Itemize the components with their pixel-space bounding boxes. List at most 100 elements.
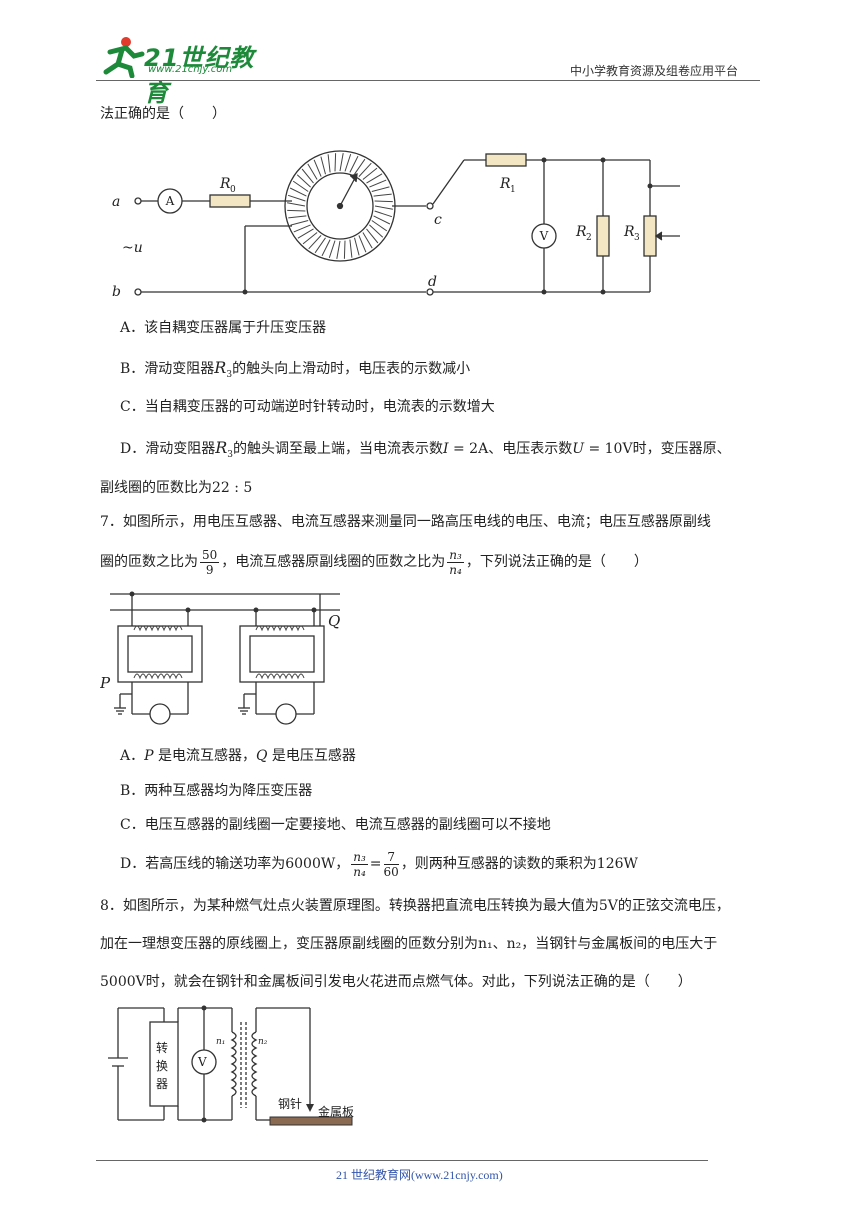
toroid-winding bbox=[358, 235, 367, 253]
label-plate: 金属板 bbox=[318, 1104, 354, 1119]
q6-optd-I: I bbox=[443, 441, 449, 457]
q6-option-a: A．该自耦变压器属于升压变压器 bbox=[120, 320, 327, 336]
q8-igniter-figure: 转 换 器 V 钢针 金属板 n₁ n₂ bbox=[108, 1005, 354, 1126]
toroid-winding bbox=[308, 235, 322, 250]
optd-frac-den-r: 60 bbox=[383, 864, 399, 879]
label-R1: R bbox=[499, 176, 511, 192]
label-u: ~u bbox=[122, 240, 143, 256]
toroid-winding bbox=[288, 215, 307, 219]
toroid-winding bbox=[314, 237, 326, 254]
frac1-num: 50 bbox=[200, 547, 220, 563]
toroid-winding bbox=[307, 163, 318, 180]
toroid-winding bbox=[327, 154, 331, 173]
toroid-winding bbox=[297, 228, 314, 239]
toroid-winding bbox=[349, 155, 359, 173]
q7-line2-mid: ，电流互感器原副线圈的匝数之比为 bbox=[221, 554, 446, 570]
toroid-winding bbox=[343, 240, 346, 259]
q8-stem-line3: 5000V时，就会在钢针和金属板间引发电火花进而点燃气体。对此，下列说法正确的是… bbox=[100, 974, 692, 990]
q6-optd-var: R bbox=[215, 438, 228, 457]
toroid-winding bbox=[292, 180, 309, 192]
q6-option-c: C．当自耦变压器的可动端逆时针转动时，电流表的示数增大 bbox=[120, 399, 495, 415]
converter-char-1: 转 bbox=[156, 1040, 168, 1055]
label-d: d bbox=[428, 274, 437, 290]
q7-opta-pre: A． bbox=[120, 748, 145, 764]
toroid-winding bbox=[321, 239, 331, 257]
toroid-winding bbox=[374, 200, 393, 203]
toroid-winding bbox=[362, 167, 378, 180]
toroid-winding bbox=[339, 153, 344, 172]
toroid-winding bbox=[374, 210, 393, 218]
q6-optd-Ival: = 2A bbox=[448, 441, 489, 457]
toroid-winding bbox=[349, 239, 353, 258]
label-R3: R bbox=[623, 224, 635, 240]
toroid-winding bbox=[366, 228, 379, 244]
toroid-winding bbox=[301, 168, 314, 184]
label-R0-sub: 0 bbox=[230, 185, 236, 195]
toroid-winding bbox=[289, 187, 307, 197]
label-R2-sub: 2 bbox=[586, 233, 592, 243]
q7-opta-mid: 是电流互感器， bbox=[153, 748, 256, 764]
label-needle: 钢针 bbox=[278, 1096, 302, 1111]
label-Q: Q bbox=[328, 612, 340, 630]
label-R0: R bbox=[219, 176, 231, 192]
label-P: P bbox=[100, 674, 111, 692]
toroid-winding bbox=[296, 174, 311, 188]
q6-optd-mid2: 、电压表示数 bbox=[488, 441, 573, 457]
q7-opta-P: P bbox=[144, 748, 154, 764]
q6-option-b: B．滑动变阻器R3的触头向上滑动时，电压表的示数减小 bbox=[120, 358, 470, 385]
label-n2: n₂ bbox=[258, 1037, 268, 1047]
q7-optd-post: ，则两种互感器的读数的乘积为126W bbox=[400, 856, 638, 872]
label-R1-sub: 1 bbox=[510, 185, 516, 195]
toroid-winding bbox=[369, 224, 384, 238]
q7-opta-post: 是电压互感器 bbox=[267, 748, 356, 764]
frac1-den: 9 bbox=[205, 562, 214, 577]
toroid-winding bbox=[371, 220, 388, 232]
voltmeter-icon: V bbox=[539, 229, 549, 243]
q6-optd-mid1: 的触头调至最上端，当电流表示数 bbox=[233, 441, 444, 457]
q6-option-d: D．滑动变阻器R3的触头调至最上端，当电流表示数I = 2A、电压表示数U = … bbox=[120, 438, 731, 465]
q7-optd-pre: D．若高压线的输送功率为6000W， bbox=[120, 856, 350, 872]
optd-frac-num-l: n₃ bbox=[351, 849, 368, 865]
toroid-winding bbox=[373, 193, 392, 197]
q7-instrument-transformer-figure: P Q bbox=[100, 591, 340, 725]
footer-text: 21 世纪教育网(www.21cnjy.com) bbox=[336, 1168, 503, 1182]
converter-char-2: 换 bbox=[156, 1059, 168, 1073]
q6-optb-var: R bbox=[214, 358, 227, 377]
q6-stem-tail: 法正确的是（ ） bbox=[100, 106, 226, 122]
toroid-winding bbox=[371, 186, 390, 192]
optd-frac-num-r: 7 bbox=[383, 850, 399, 865]
header-divider bbox=[96, 80, 760, 81]
toroid-winding bbox=[369, 179, 387, 188]
header-platform-text: 中小学教育资源及组卷应用平台 bbox=[570, 64, 739, 78]
header-logo: 21世纪教育 www.21cnjy.com bbox=[96, 34, 266, 107]
q7-line2-post: ，下列说法正确的是（ ） bbox=[465, 554, 648, 570]
label-a: a bbox=[112, 194, 120, 210]
frac2-num: n₃ bbox=[447, 547, 464, 563]
q7-line2-pre: 圈的匝数之比为 bbox=[100, 554, 198, 570]
q7-opta-Q: Q bbox=[256, 748, 268, 764]
q8-stem-line2: 加在一理想变压器的原线圈上，变压器原副线圈的匝数分别为n₁、n₂，当钢针与金属板… bbox=[100, 936, 718, 952]
footer-divider bbox=[96, 1160, 708, 1161]
toroid-winding bbox=[336, 240, 341, 259]
label-b: b bbox=[112, 284, 121, 300]
converter-char-3: 器 bbox=[156, 1077, 168, 1091]
q8-stem-line1: 8．如图所示，为某种燃气灶点火装置原理图。转换器把直流电压转换为最大值为5V的正… bbox=[100, 898, 730, 914]
label-c: c bbox=[434, 212, 442, 228]
toroid-winding bbox=[344, 153, 352, 172]
frac2-den: n₄ bbox=[449, 562, 462, 577]
ammeter-icon: A bbox=[165, 194, 175, 208]
q6-optb-pre: B．滑动变阻器 bbox=[120, 361, 215, 377]
voltmeter-icon: V bbox=[197, 1055, 207, 1069]
runner-logo-icon bbox=[103, 37, 145, 78]
q6-optb-post: 的触头向上滑动时，电压表的示数减小 bbox=[232, 361, 471, 377]
q6-optd-U: U bbox=[572, 441, 585, 457]
q6-autotransformer-figure: a b ~u c d R R R R 0 1 2 3 A V bbox=[112, 150, 680, 300]
toroid-winding bbox=[290, 220, 309, 226]
logo-url: www.21cnjy.com bbox=[148, 64, 233, 75]
logo-text: 21世纪教育 bbox=[144, 44, 255, 107]
q7-stem-line1: 7．如图所示，用电压互感器、电流互感器来测量同一路高压电线的电压、电流；电压互感… bbox=[100, 514, 711, 530]
